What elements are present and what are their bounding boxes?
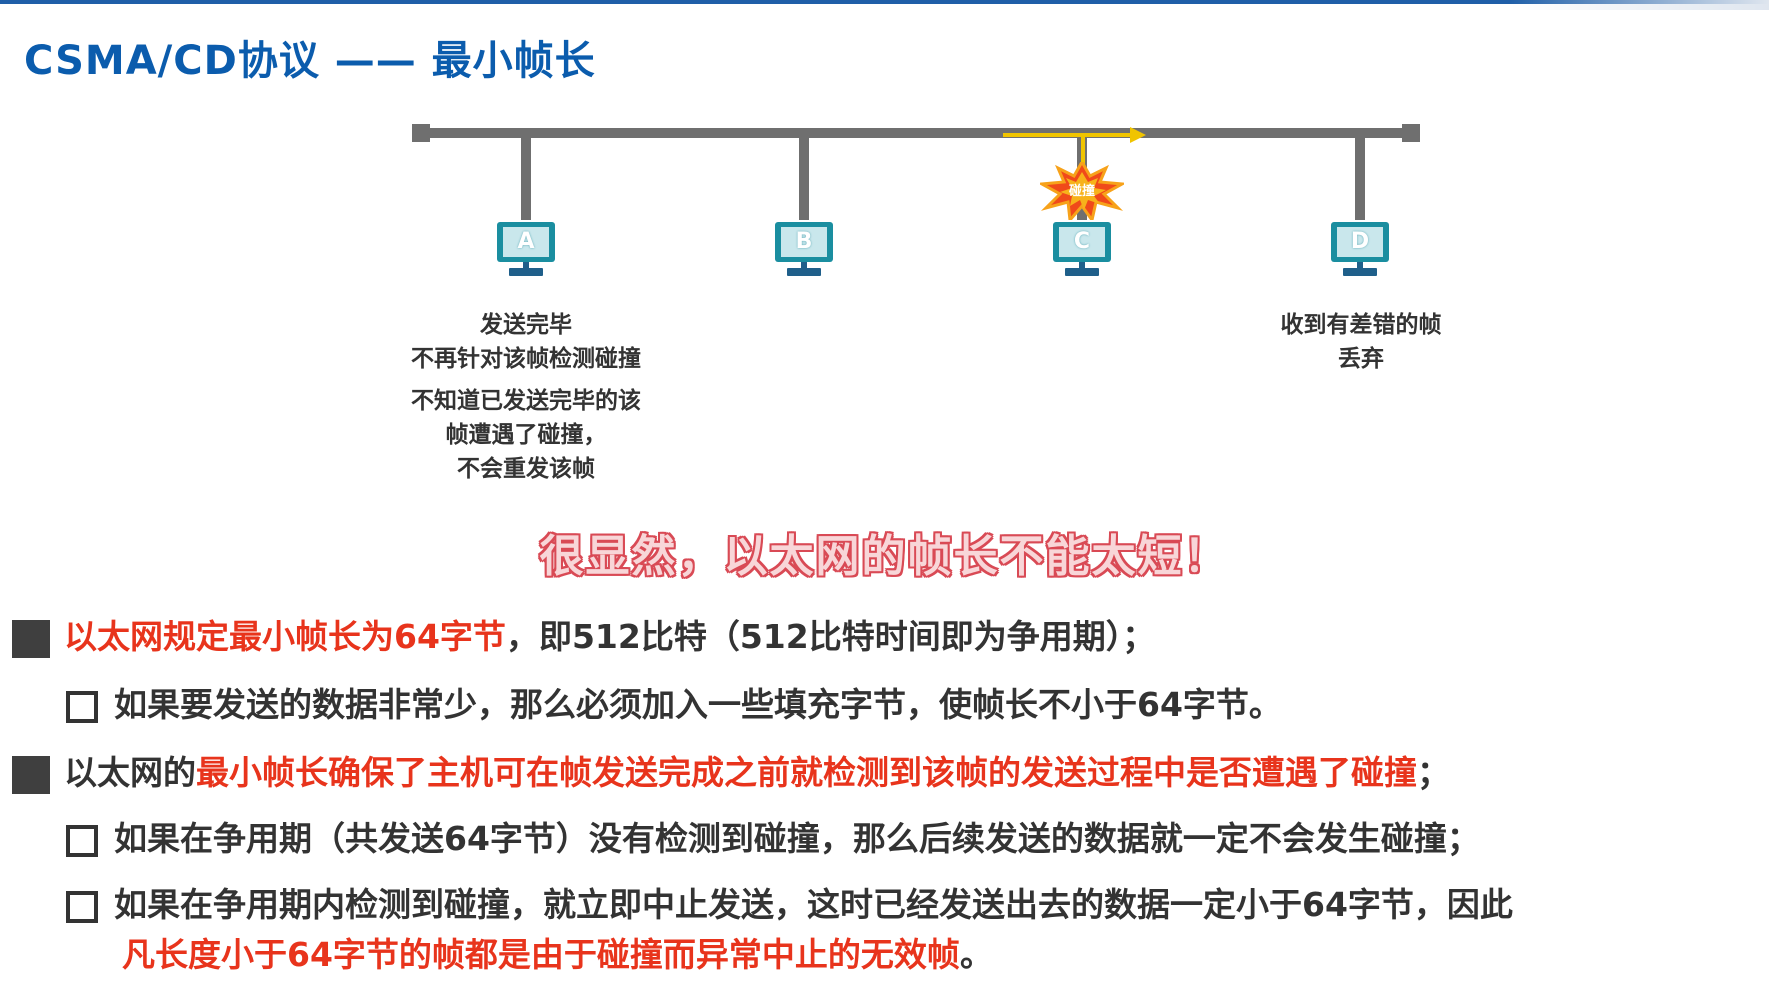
monitor-icon: D (1331, 222, 1389, 262)
note-a-line3: 不知道已发送完毕的该 (411, 388, 641, 414)
collision-burst: 碰撞 (1040, 162, 1124, 220)
bullet2-end: ； (1417, 753, 1450, 792)
top-accent-bar (0, 0, 1769, 4)
bullet1-highlight: 以太网规定最小帧长为64字节 (64, 617, 506, 656)
checkbox-square-icon (66, 824, 98, 857)
top-bar-fade (1509, 0, 1769, 10)
host-d: D (1331, 222, 1389, 282)
host-d-note: 收到有差错的帧 丢弃 (1240, 308, 1482, 376)
note-d-line1: 收到有差错的帧 (1280, 312, 1442, 338)
bullet-collision-detection: 以太网的最小帧长确保了主机可在帧发送完成之前就检测到该帧的发送过程中是否遭遇了碰… (12, 746, 1450, 794)
drop-cable-b (799, 138, 809, 220)
sub1-text: 如果要发送的数据非常少，那么必须加入一些填充字节，使帧长不小于64字节。 (114, 685, 1282, 724)
host-d-label: D (1337, 227, 1383, 257)
sub3-line2-highlight: 凡长度小于64字节的帧都是由于碰撞而异常中止的无效帧 (122, 935, 960, 974)
host-a-note: 发送完毕 不再针对该帧检测碰撞 不知道已发送完毕的该 帧遭遇了碰撞， 不会重发该… (370, 308, 682, 486)
monitor-icon: C (1053, 222, 1111, 262)
signal-arrow-icon (1130, 127, 1146, 143)
ethernet-bus (420, 128, 1410, 138)
note-d-line2: 丢弃 (1338, 346, 1384, 372)
filled-square-bullet-icon (12, 755, 50, 794)
sub-bullet-abort: 如果在争用期内检测到碰撞，就立即中止发送，这时已经发送出去的数据一定小于64字节… (66, 878, 1513, 926)
note-a-line5: 不会重发该帧 (457, 456, 595, 482)
collision-burst-icon (1040, 162, 1124, 220)
drop-cable-d (1355, 138, 1365, 220)
note-a-line2: 不再针对该帧检测碰撞 (411, 346, 641, 372)
host-c-label: C (1059, 227, 1105, 257)
collision-label: 碰撞 (1068, 184, 1095, 199)
sub3-line1: 如果在争用期内检测到碰撞，就立即中止发送，这时已经发送出去的数据一定小于64字节… (114, 885, 1513, 924)
sub-bullet-no-collision: 如果在争用期（共发送64字节）没有检测到碰撞，那么后续发送的数据就一定不会发生碰… (66, 812, 1480, 860)
bullet1-rest: ，即512比特（512比特时间即为争用期）； (505, 617, 1156, 656)
checkbox-square-icon (66, 890, 98, 923)
sub-bullet-abort-cont: 凡长度小于64字节的帧都是由于碰撞而异常中止的无效帧。 (122, 928, 993, 976)
bullet-min-frame-length: 以太网规定最小帧长为64字节，即512比特（512比特时间即为争用期）； (12, 610, 1155, 658)
host-b-label: B (781, 227, 827, 257)
host-b: B (775, 222, 833, 282)
sub3-line2-end: 。 (959, 935, 993, 974)
bullet2-highlight: 最小帧长确保了主机可在帧发送完成之前就检测到该帧的发送过程中是否遭遇了碰撞 (196, 753, 1417, 792)
filled-square-bullet-icon (12, 619, 50, 658)
checkbox-square-icon (66, 690, 98, 723)
monitor-icon: B (775, 222, 833, 262)
monitor-icon: A (497, 222, 555, 262)
host-a: A (497, 222, 555, 282)
host-a-label: A (503, 227, 549, 257)
signal-propagation-line (1003, 133, 1133, 137)
drop-cable-a (521, 138, 531, 220)
host-c: C (1053, 222, 1111, 282)
highlight-statement: 很显然，以太网的帧长不能太短！ (539, 531, 1230, 582)
slide-title: CSMA/CD协议 —— 最小帧长 (24, 38, 596, 84)
bus-right-terminator (1402, 124, 1420, 142)
note-a-line1: 发送完毕 (480, 312, 572, 338)
bullet2-start: 以太网的 (64, 753, 196, 792)
sub-bullet-padding: 如果要发送的数据非常少，那么必须加入一些填充字节，使帧长不小于64字节。 (66, 678, 1282, 726)
note-a-line4: 帧遭遇了碰撞， (445, 422, 607, 448)
sub2-text: 如果在争用期（共发送64字节）没有检测到碰撞，那么后续发送的数据就一定不会发生碰… (114, 819, 1480, 858)
